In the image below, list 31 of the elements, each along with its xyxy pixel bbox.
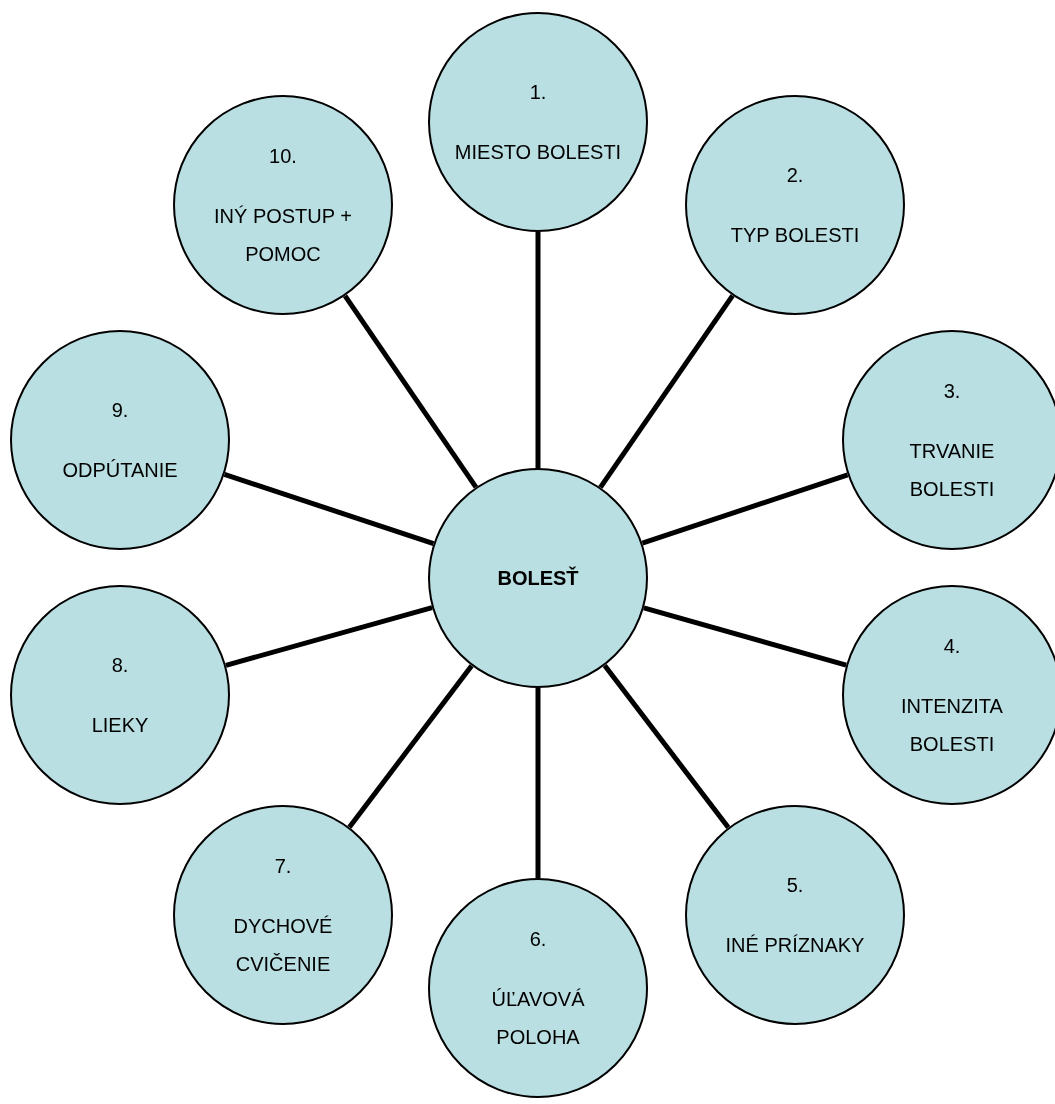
connector-line [641, 472, 849, 546]
topic-number: 10. [269, 144, 297, 169]
connector-line [347, 664, 474, 829]
connector-line [535, 232, 541, 468]
topic-number: 9. [111, 398, 129, 423]
topic-label: DYCHOVÉ CVIČENIE [232, 914, 334, 977]
topic-number: 3. [943, 379, 961, 404]
topic-number: 4. [943, 634, 961, 659]
topic-label: INTENZITA BOLESTI [900, 694, 1004, 757]
connector-line [643, 605, 847, 668]
connector-line [535, 688, 541, 878]
topic-label: TRVANIE BOLESTI [908, 439, 996, 502]
connector-line [223, 472, 435, 546]
connector-line [225, 605, 433, 668]
connector-line [602, 663, 731, 830]
topic-label: INÝ POSTUP + POMOC [213, 204, 353, 267]
topic-label: LIEKY [91, 713, 149, 738]
topic-number: 7. [274, 854, 292, 879]
topic-label: ODPÚTANIE [62, 458, 178, 483]
topic-label: TYP BOLESTI [730, 223, 860, 248]
topic-label: BOLESŤ [497, 565, 579, 591]
topic-label: MIESTO BOLESTI [454, 140, 622, 165]
topic-number: 2. [786, 163, 804, 188]
topic-label: ÚĽAVOVÁ POLOHA [490, 987, 586, 1050]
topic-label: INÉ PRÍZNAKY [725, 933, 865, 958]
topic-number: 8. [111, 653, 129, 678]
topic-number: 6. [529, 927, 547, 952]
topic-number: 5. [786, 873, 804, 898]
topic-number: 1. [529, 80, 547, 105]
connector-line [343, 294, 478, 489]
connector-line [598, 294, 735, 489]
